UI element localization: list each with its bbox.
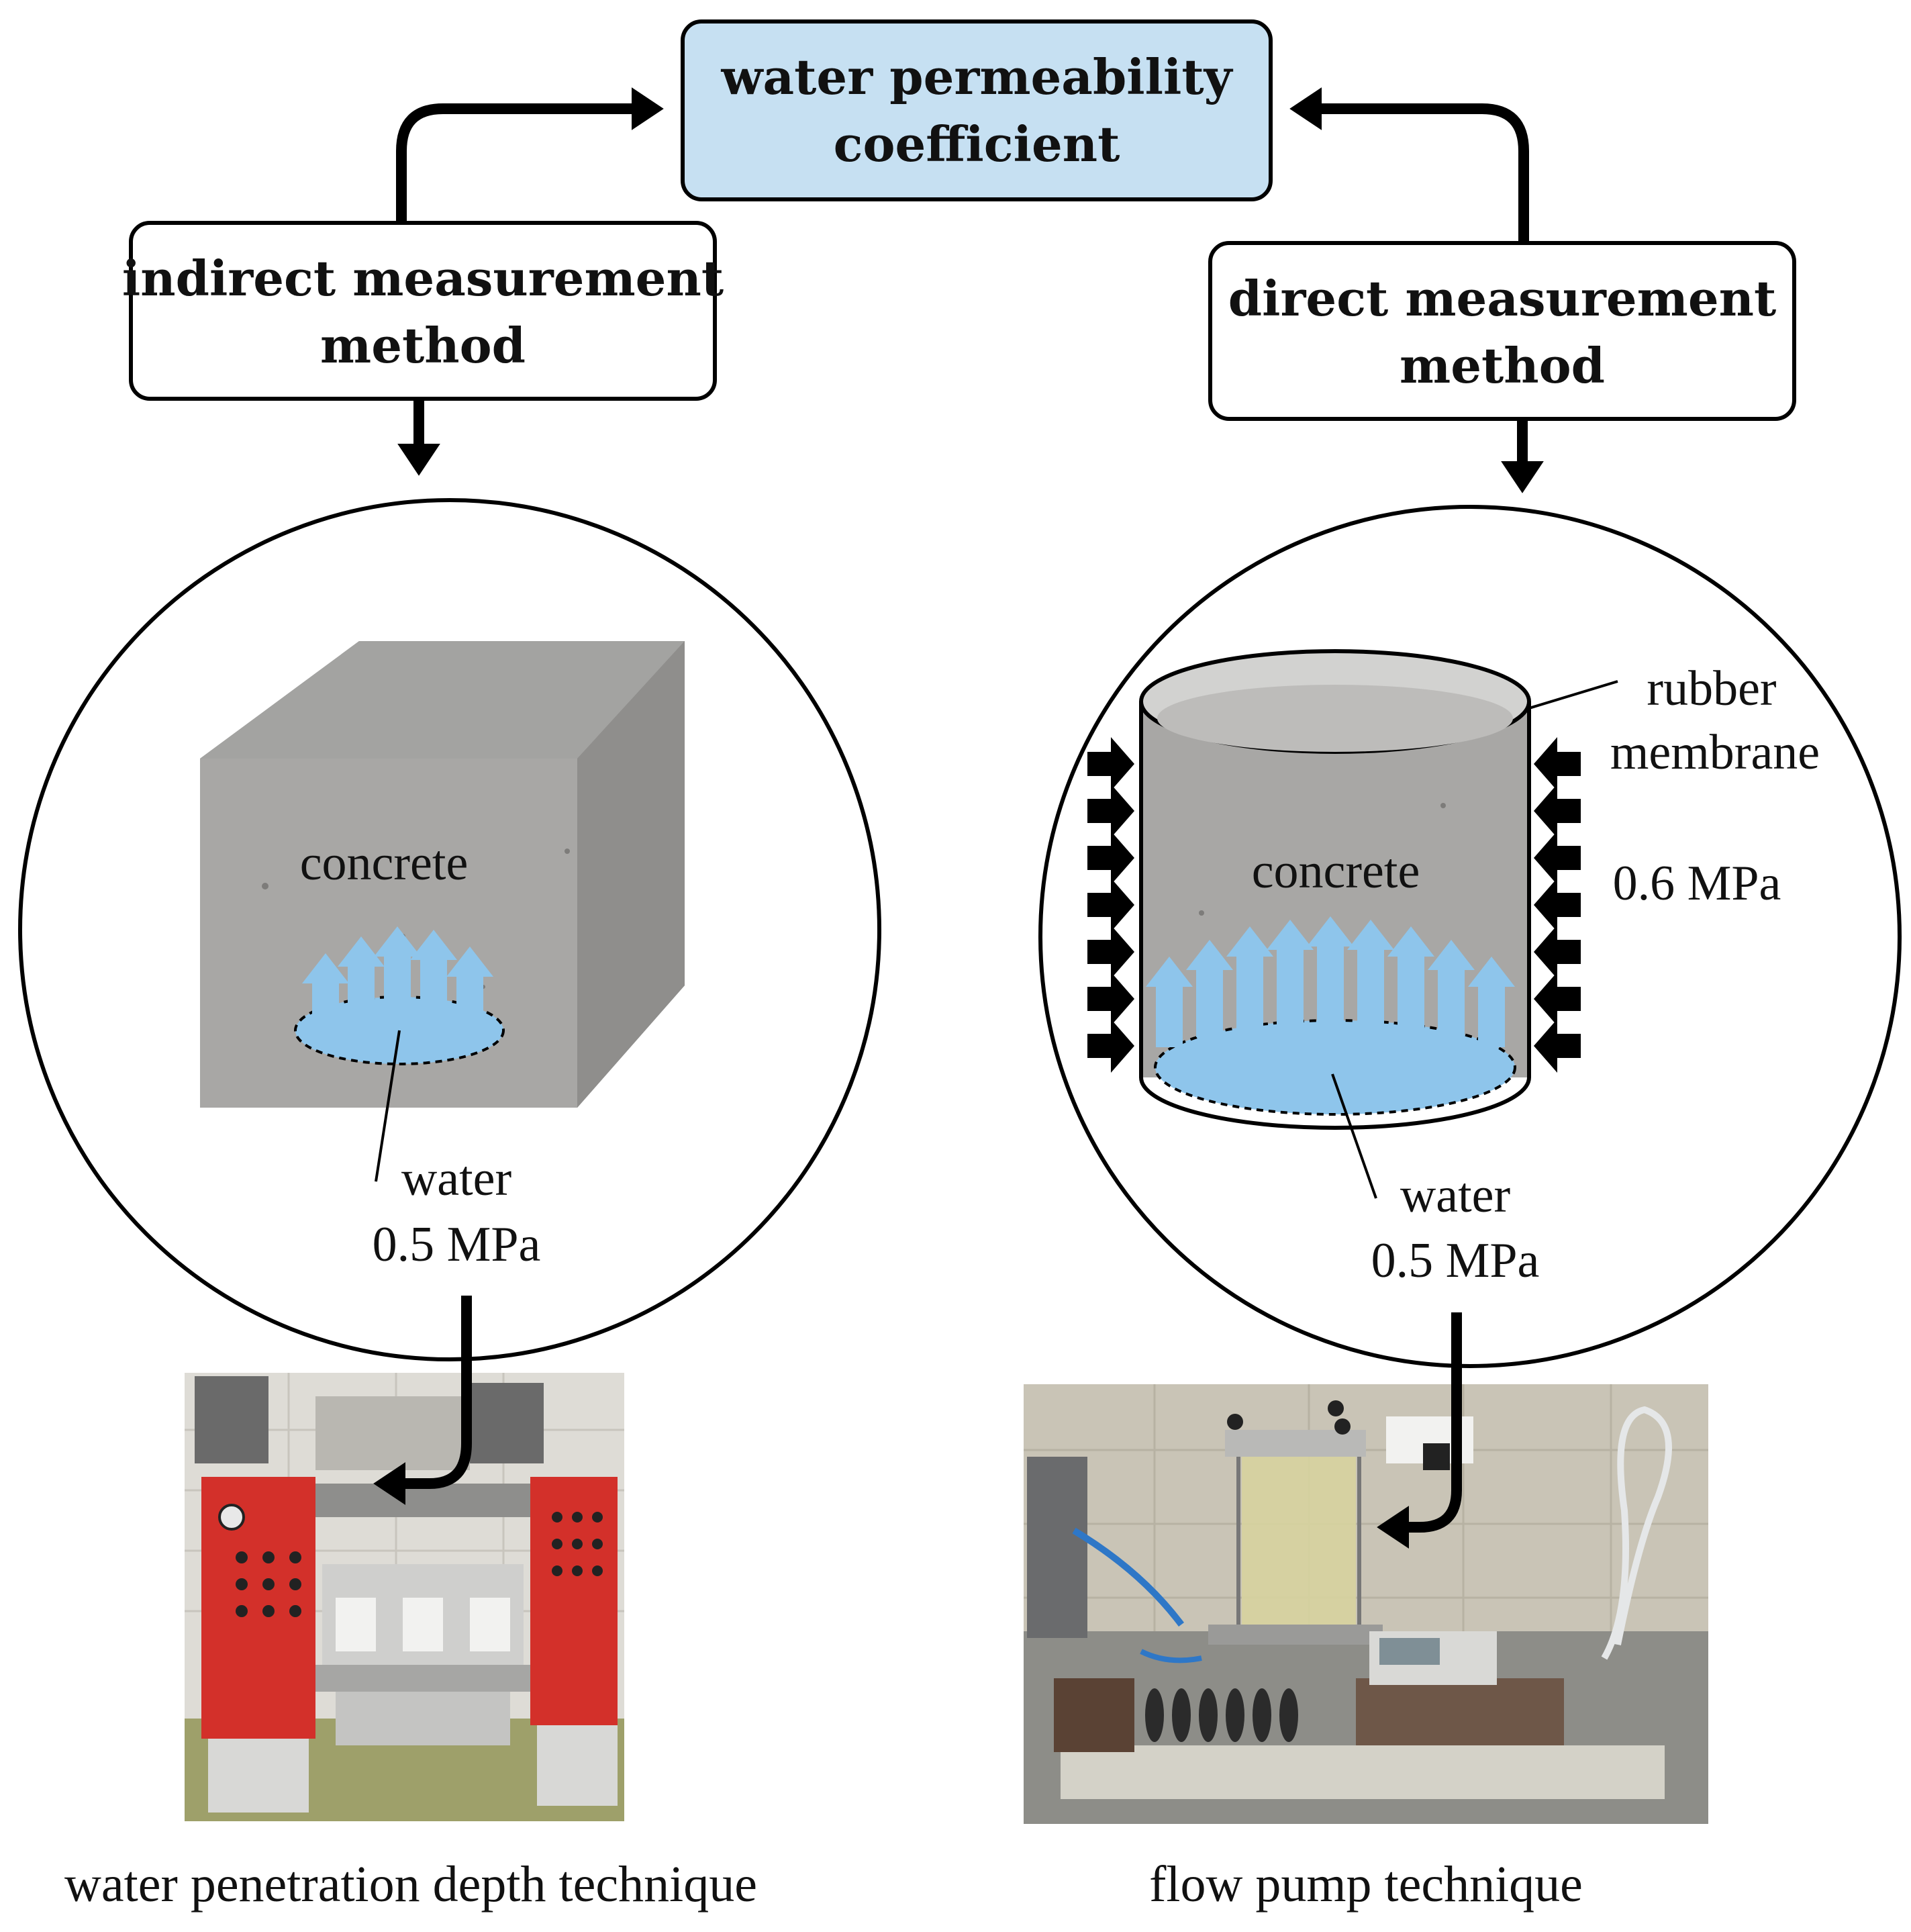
right-water-leader	[1331, 1073, 1377, 1199]
membrane-label-1: rubber	[1647, 661, 1776, 716]
concrete-cube	[200, 641, 685, 1108]
confining-pressure-label: 0.6 MPa	[1613, 856, 1781, 911]
direct-line-2: method	[1400, 337, 1605, 394]
right-concrete-label: concrete	[1252, 844, 1420, 899]
direct-line-1: direct measurement	[1228, 270, 1776, 327]
left-pressure-label: 0.5 MPa	[373, 1217, 541, 1272]
left-water-label: water	[401, 1151, 511, 1206]
direct-to-title-arrow	[1289, 87, 1529, 243]
right-photo-connector	[1377, 1312, 1462, 1549]
direct-method-circle: concrete	[1038, 505, 1902, 1368]
right-water-label: water	[1400, 1168, 1510, 1223]
indirect-to-title-arrow	[396, 87, 664, 223]
indirect-line-2: method	[320, 317, 526, 374]
right-water-arrows	[1146, 916, 1515, 1047]
indirect-method-box: indirect measurement method	[122, 221, 724, 401]
left-caption: water penetration depth technique	[64, 1856, 757, 1913]
left-confining-arrows	[1087, 737, 1134, 1073]
left-water-leader	[375, 1030, 401, 1182]
left-photo-connector	[373, 1296, 472, 1505]
left-concrete-label: concrete	[300, 836, 469, 891]
title-line-1: water permeability	[721, 48, 1234, 105]
indirect-method-circle: concrete water 0.5 MPa	[18, 498, 881, 1361]
membrane-leader	[1528, 680, 1618, 710]
indirect-line-1: indirect measurement	[122, 250, 724, 307]
left-water-arrows	[302, 926, 493, 1024]
right-confining-arrows	[1534, 737, 1581, 1073]
water-penetration-apparatus-photo	[185, 1373, 624, 1821]
right-caption: flow pump technique	[1149, 1856, 1583, 1913]
flow-pump-apparatus-photo	[1024, 1384, 1708, 1824]
permeability-coefficient-box: water permeability coefficient	[681, 19, 1273, 201]
direct-method-box: direct measurement method	[1208, 241, 1796, 421]
membrane-label-2: membrane	[1610, 725, 1820, 780]
title-line-2: coefficient	[834, 115, 1120, 173]
right-pressure-label: 0.5 MPa	[1371, 1233, 1540, 1288]
